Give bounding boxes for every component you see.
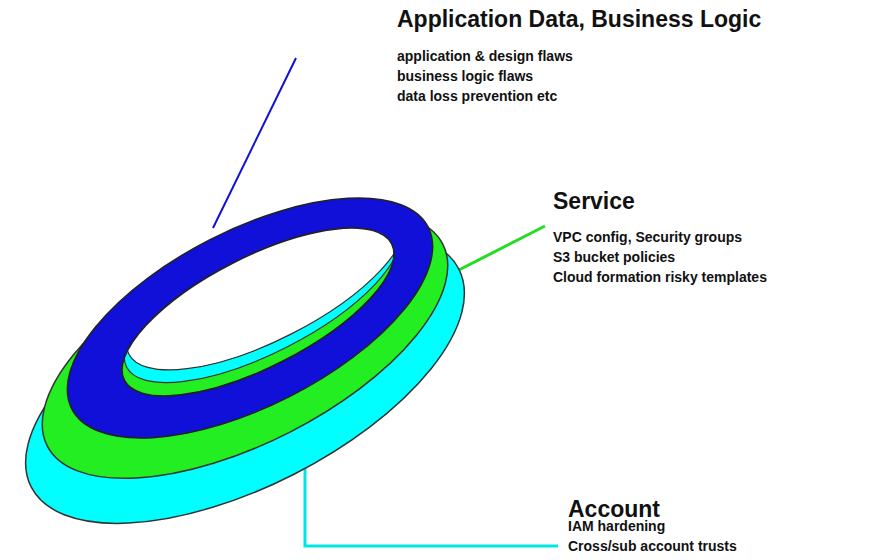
section-item: IAM hardening — [568, 518, 665, 534]
leader-line — [305, 440, 558, 546]
section-item: application & design flaws — [397, 48, 573, 64]
section-item: Cloud formation risky templates — [553, 269, 767, 285]
section-item: S3 bucket policies — [553, 249, 675, 265]
section-item: data loss prevention etc — [397, 88, 557, 104]
leader-line — [213, 58, 296, 228]
leader-line — [455, 226, 545, 272]
section-item: business logic flaws — [397, 68, 533, 84]
section-heading: Application Data, Business Logic — [397, 6, 761, 32]
section-heading: Service — [553, 188, 635, 214]
application-ring — [32, 149, 468, 487]
section-item: VPC config, Security groups — [553, 229, 742, 245]
section-item: Cross/sub account trusts — [568, 538, 737, 554]
